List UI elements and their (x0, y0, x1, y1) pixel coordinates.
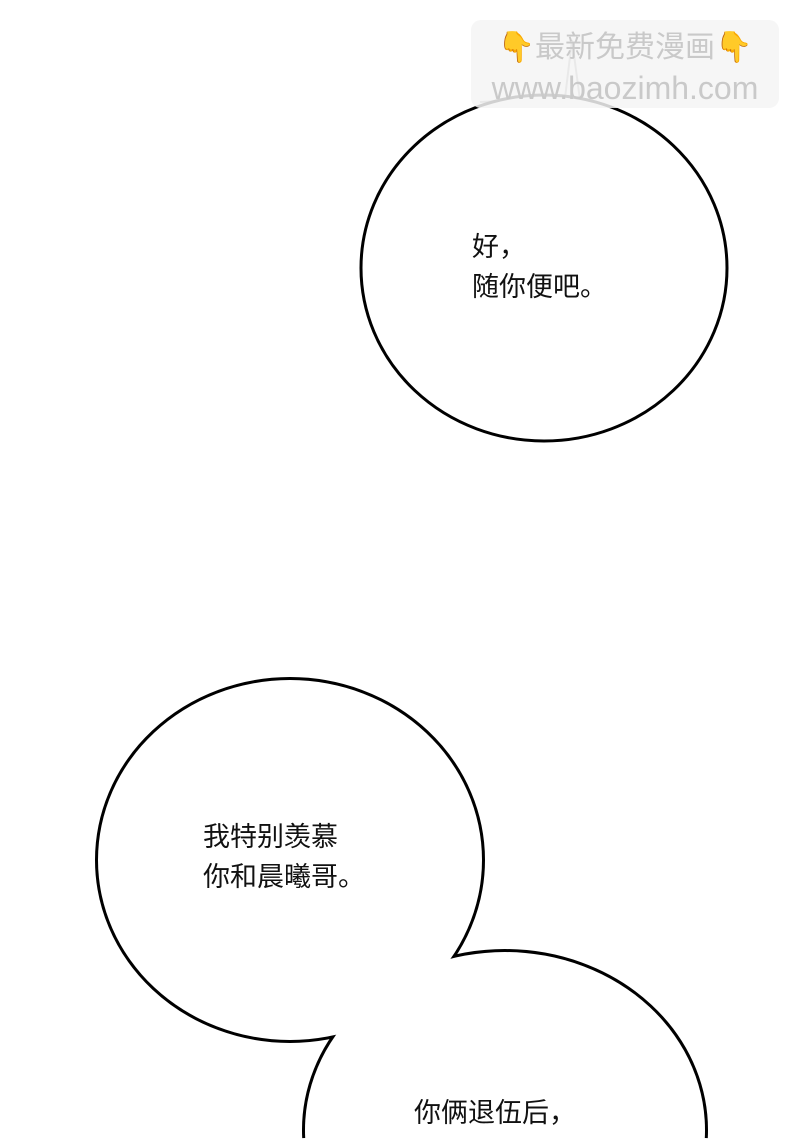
watermark-line1: 最新免费漫画 (535, 30, 715, 65)
text-line: 你和晨曦哥。 (203, 862, 365, 893)
text-line: 你俩退伍后， (414, 1098, 576, 1129)
pointing-down-hand-icon: 👇 (715, 30, 753, 65)
watermark-line2: www.baozimh.com (491, 70, 759, 106)
watermark: 👇最新免费漫画👇 www.baozimh.com (471, 20, 779, 108)
bubble-3-text: 你俩退伍后， (414, 1094, 576, 1134)
text-line: 好， (472, 232, 526, 263)
pointing-down-hand-icon: 👇 (497, 30, 535, 65)
bubble-1-text: 好， 随你便吧。 (472, 228, 607, 308)
bubble-2-text: 我特别羡慕 你和晨曦哥。 (203, 818, 365, 898)
text-line: 随你便吧。 (472, 272, 607, 303)
text-line: 我特别羡慕 (203, 822, 338, 853)
speech-bubble-2-3 (95, 677, 708, 1139)
